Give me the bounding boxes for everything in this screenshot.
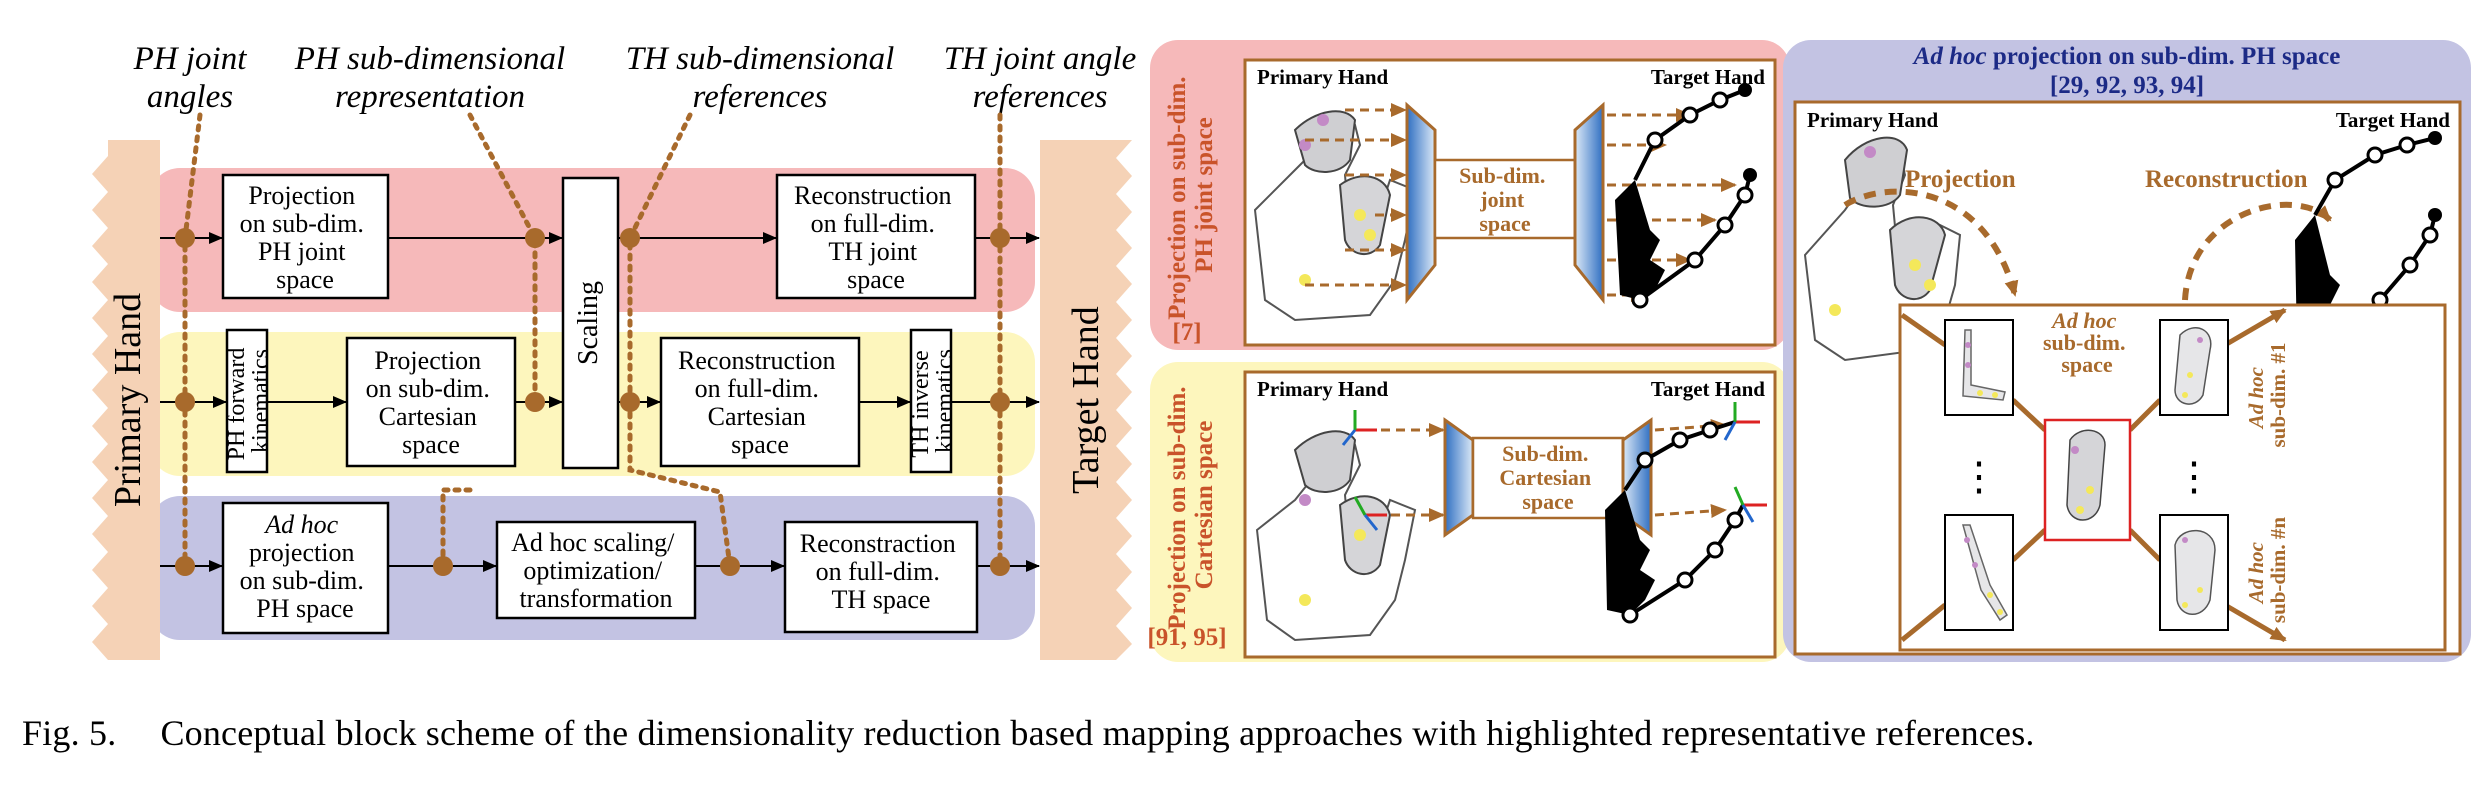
panel-cart-primary-label: Primary Hand: [1257, 377, 1389, 401]
box-reconstruction-cartesian-text: Reconstruction on full-dim. Cartesian sp…: [678, 346, 842, 459]
box-scaling-text: Scaling: [573, 281, 604, 365]
panel-joint-latent-text: Sub-dim. joint space: [1459, 163, 1551, 236]
adhoc-center-label: Ad hoc sub-dim. space: [2043, 308, 2131, 377]
figure-caption: Fig. 5. Conceptual block scheme of the di…: [22, 712, 2035, 754]
target-hand-illustration: [1615, 83, 1757, 309]
box-projection-ph-joint-text: Projection on sub-dim. PH joint space: [240, 181, 371, 294]
reference-dots: [175, 228, 1010, 576]
adhoc-sub1-label: Ad hoc sub-dim. #1: [2244, 342, 2290, 447]
adhoc-reconstruction-arrow: [2182, 201, 2333, 301]
panel-joint-ref: [7]: [1172, 319, 1201, 346]
method-panels: Projection on sub-dim. PH joint space [7…: [1147, 40, 2471, 662]
box-projection-cartesian: [345, 336, 517, 468]
adhoc-dots-right: ⋮: [2174, 454, 2214, 499]
box-ph-forward-kinematics: [225, 328, 269, 474]
box-projection-cartesian-text: Projection on sub-dim. Cartesian space: [366, 346, 497, 459]
panel-joint-primary-label: Primary Hand: [1257, 65, 1389, 89]
panel-adhoc-reconstruction-label: Reconstruction: [2145, 166, 2308, 193]
label-th-subdim-references: TH sub-dimensional references: [625, 41, 895, 115]
box-adhoc-scaling: [495, 520, 697, 620]
panel-cart-encoder: [1443, 417, 1475, 538]
figure-number: Fig. 5.: [22, 713, 117, 753]
box-reconstruction-th-joint: [775, 173, 977, 300]
adhoc-thumbnail-bottom-right: [2159, 514, 2229, 631]
target-hand-label: Target Hand: [1065, 306, 1107, 494]
panel-cart-arrows-in: [1381, 423, 1445, 522]
primary-hand-illustration: [1253, 110, 1417, 322]
panel-joint-decoder: [1573, 101, 1605, 305]
box-adhoc-scaling-text: Ad hoc scaling/ optimization/ transforma…: [511, 528, 681, 613]
panel-joint-arrows-in: [1305, 103, 1407, 292]
box-adhoc-projection: [221, 501, 390, 635]
box-reconstruction-th-space-text: Reconstraction on full-dim. TH space: [800, 529, 962, 614]
panel-joint-side-title: Projection on sub-dim. PH joint space: [1164, 70, 1218, 320]
panel-joint-encoder: [1405, 101, 1437, 305]
target-hand-panel: [1040, 140, 1132, 660]
adhoc-thumbnail-top-left: [1944, 319, 2014, 416]
figure-caption-text: Conceptual block scheme of the dimension…: [160, 713, 2035, 753]
panel-cart-target-label: Target Hand: [1651, 377, 1765, 401]
panel-cart-decoder: [1621, 417, 1653, 538]
box-reconstruction-cartesian: [659, 336, 861, 468]
panel-adhoc-title: Ad hoc projection on sub-dim. PH space: [1912, 43, 2341, 70]
box-scaling: [561, 176, 620, 470]
adhoc-thumbnail-center: [2043, 418, 2132, 542]
adhoc-dots-left: ⋮: [1959, 454, 1999, 499]
panel-joint-latent-box: [1433, 158, 1577, 240]
adhoc-network-lines: [1900, 307, 2287, 643]
panel-cart-ref: [91, 95]: [1147, 624, 1226, 651]
block-scheme-diagram: Primary Hand Target Hand Projection on s…: [92, 112, 1132, 660]
panel-adhoc-refs: [29, 92, 93, 94]: [2050, 72, 2204, 99]
primary-hand-cartesian-illustration: [1255, 410, 1417, 642]
primary-hand-panel: [92, 140, 160, 660]
label-th-joint-angle-references: TH joint angle references: [943, 41, 1137, 115]
panel-cart-latent-text: Sub-dim. Cartesian space: [1499, 441, 1596, 514]
label-ph-subdim-representation: PH sub-dimensional representation: [294, 41, 566, 115]
box-th-inverse-kinematics: [909, 328, 953, 474]
box-projection-ph-joint: [221, 173, 390, 300]
box-adhoc-projection-text: Ad hoc projection on sub-dim. PH space: [240, 510, 371, 623]
primary-hand-label: Primary Hand: [107, 293, 149, 507]
panel-cart-arrows-out: [1654, 419, 1727, 518]
panel-adhoc-primary-label: Primary Hand: [1807, 108, 1939, 132]
panel-adhoc-projection-label: Projection: [1905, 166, 2016, 193]
label-ph-joint-angles: PH joint angles: [133, 41, 247, 115]
box-th-inverse-kinematics-text: TH inverse kinematics: [908, 344, 958, 457]
box-reconstruction-th-joint-text: Reconstruction on full-dim. TH joint spa…: [794, 181, 958, 294]
target-hand-cartesian-illustration: [1605, 402, 1767, 624]
panel-cart-side-title: Projection on sub-dim. Cartesian space: [1164, 380, 1218, 630]
adhoc-subn-label: Ad hoc sub-dim. #n: [2244, 517, 2290, 624]
box-reconstruction-th-space: [783, 520, 979, 634]
adhoc-projection-arrow: [1843, 188, 2019, 297]
panel-adhoc-target-label: Target Hand: [2336, 108, 2450, 132]
adhoc-thumbnail-top-right: [2159, 319, 2229, 416]
box-ph-forward-kinematics-text: PH forward kinematics: [224, 342, 274, 461]
adhoc-thumbnail-bottom-left: [1944, 514, 2014, 631]
panel-cart-latent-box: [1471, 436, 1625, 520]
